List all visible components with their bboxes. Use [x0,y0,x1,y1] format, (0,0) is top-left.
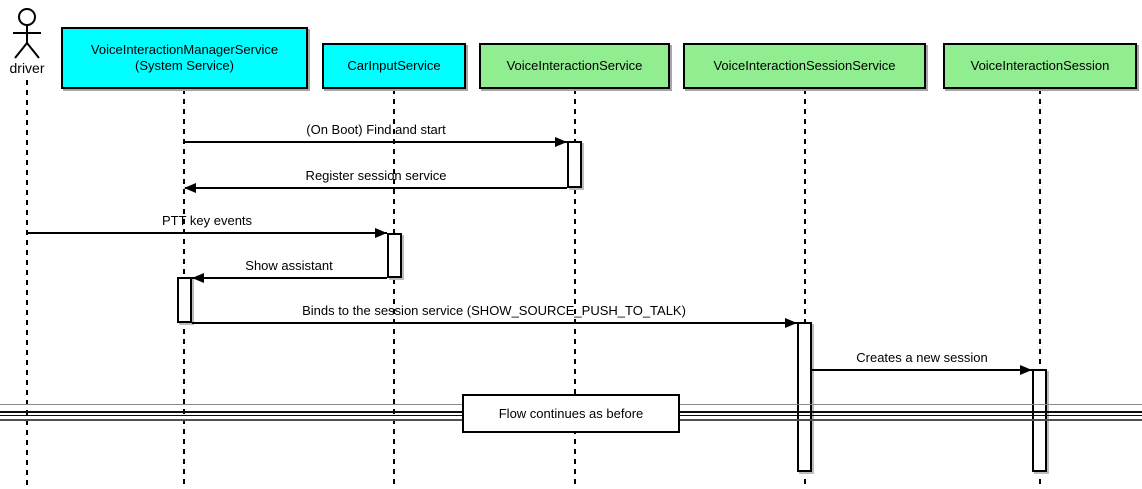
arrowhead-right-icon [785,318,797,328]
lifeline-voiceinteractionservice [574,89,576,489]
actor-icon [13,8,41,59]
message-label-creates-a-new-session: Creates a new session [856,350,988,365]
participant-voiceinteractionsessionservice: VoiceInteractionSessionService [683,43,926,89]
activation-voiceinteractionservice [567,141,582,188]
lifeline-driver [26,80,28,489]
divider-label-box: Flow continues as before [462,394,680,433]
lifeline-voiceinteractionsession [1039,89,1041,489]
message-label-binds-to-session-service: Binds to the session service (SHOW_SOURC… [302,303,686,318]
participant-voiceinteractionservice: VoiceInteractionService [479,43,670,89]
activation-voiceinteractionmanagerservice [177,277,192,323]
message-line-register-session-service [185,187,567,189]
message-label-ptt-key-events: PTT key events [161,213,253,228]
message-label-register-session-service: Register session service [305,168,447,183]
actor-label-driver: driver [9,60,45,76]
arrowhead-left-icon [192,273,204,283]
arrowhead-right-icon [1020,365,1032,375]
message-line-show-assistant [192,277,387,279]
arrowhead-left-icon [184,183,196,193]
activation-carinputservice [387,233,402,278]
lifeline-carinputservice [393,89,395,489]
message-line-on-boot-find-and-start [184,141,568,143]
message-line-binds-to-session-service [192,322,797,324]
participant-voiceinteractionsession: VoiceInteractionSession [943,43,1137,89]
message-line-creates-a-new-session [812,369,1032,371]
participant-voiceinteractionmanagerservice: VoiceInteractionManagerService (System S… [61,27,308,89]
message-label-on-boot-find-and-start: (On Boot) Find and start [306,122,446,137]
lifeline-voiceinteractionsessionservice [804,89,806,489]
arrowhead-right-icon [555,137,567,147]
message-label-show-assistant: Show assistant [245,258,333,273]
activation-voiceinteractionsessionservice [797,322,812,472]
message-line-ptt-key-events [27,232,387,234]
arrowhead-right-icon [375,228,387,238]
participant-carinputservice: CarInputService [322,43,466,89]
